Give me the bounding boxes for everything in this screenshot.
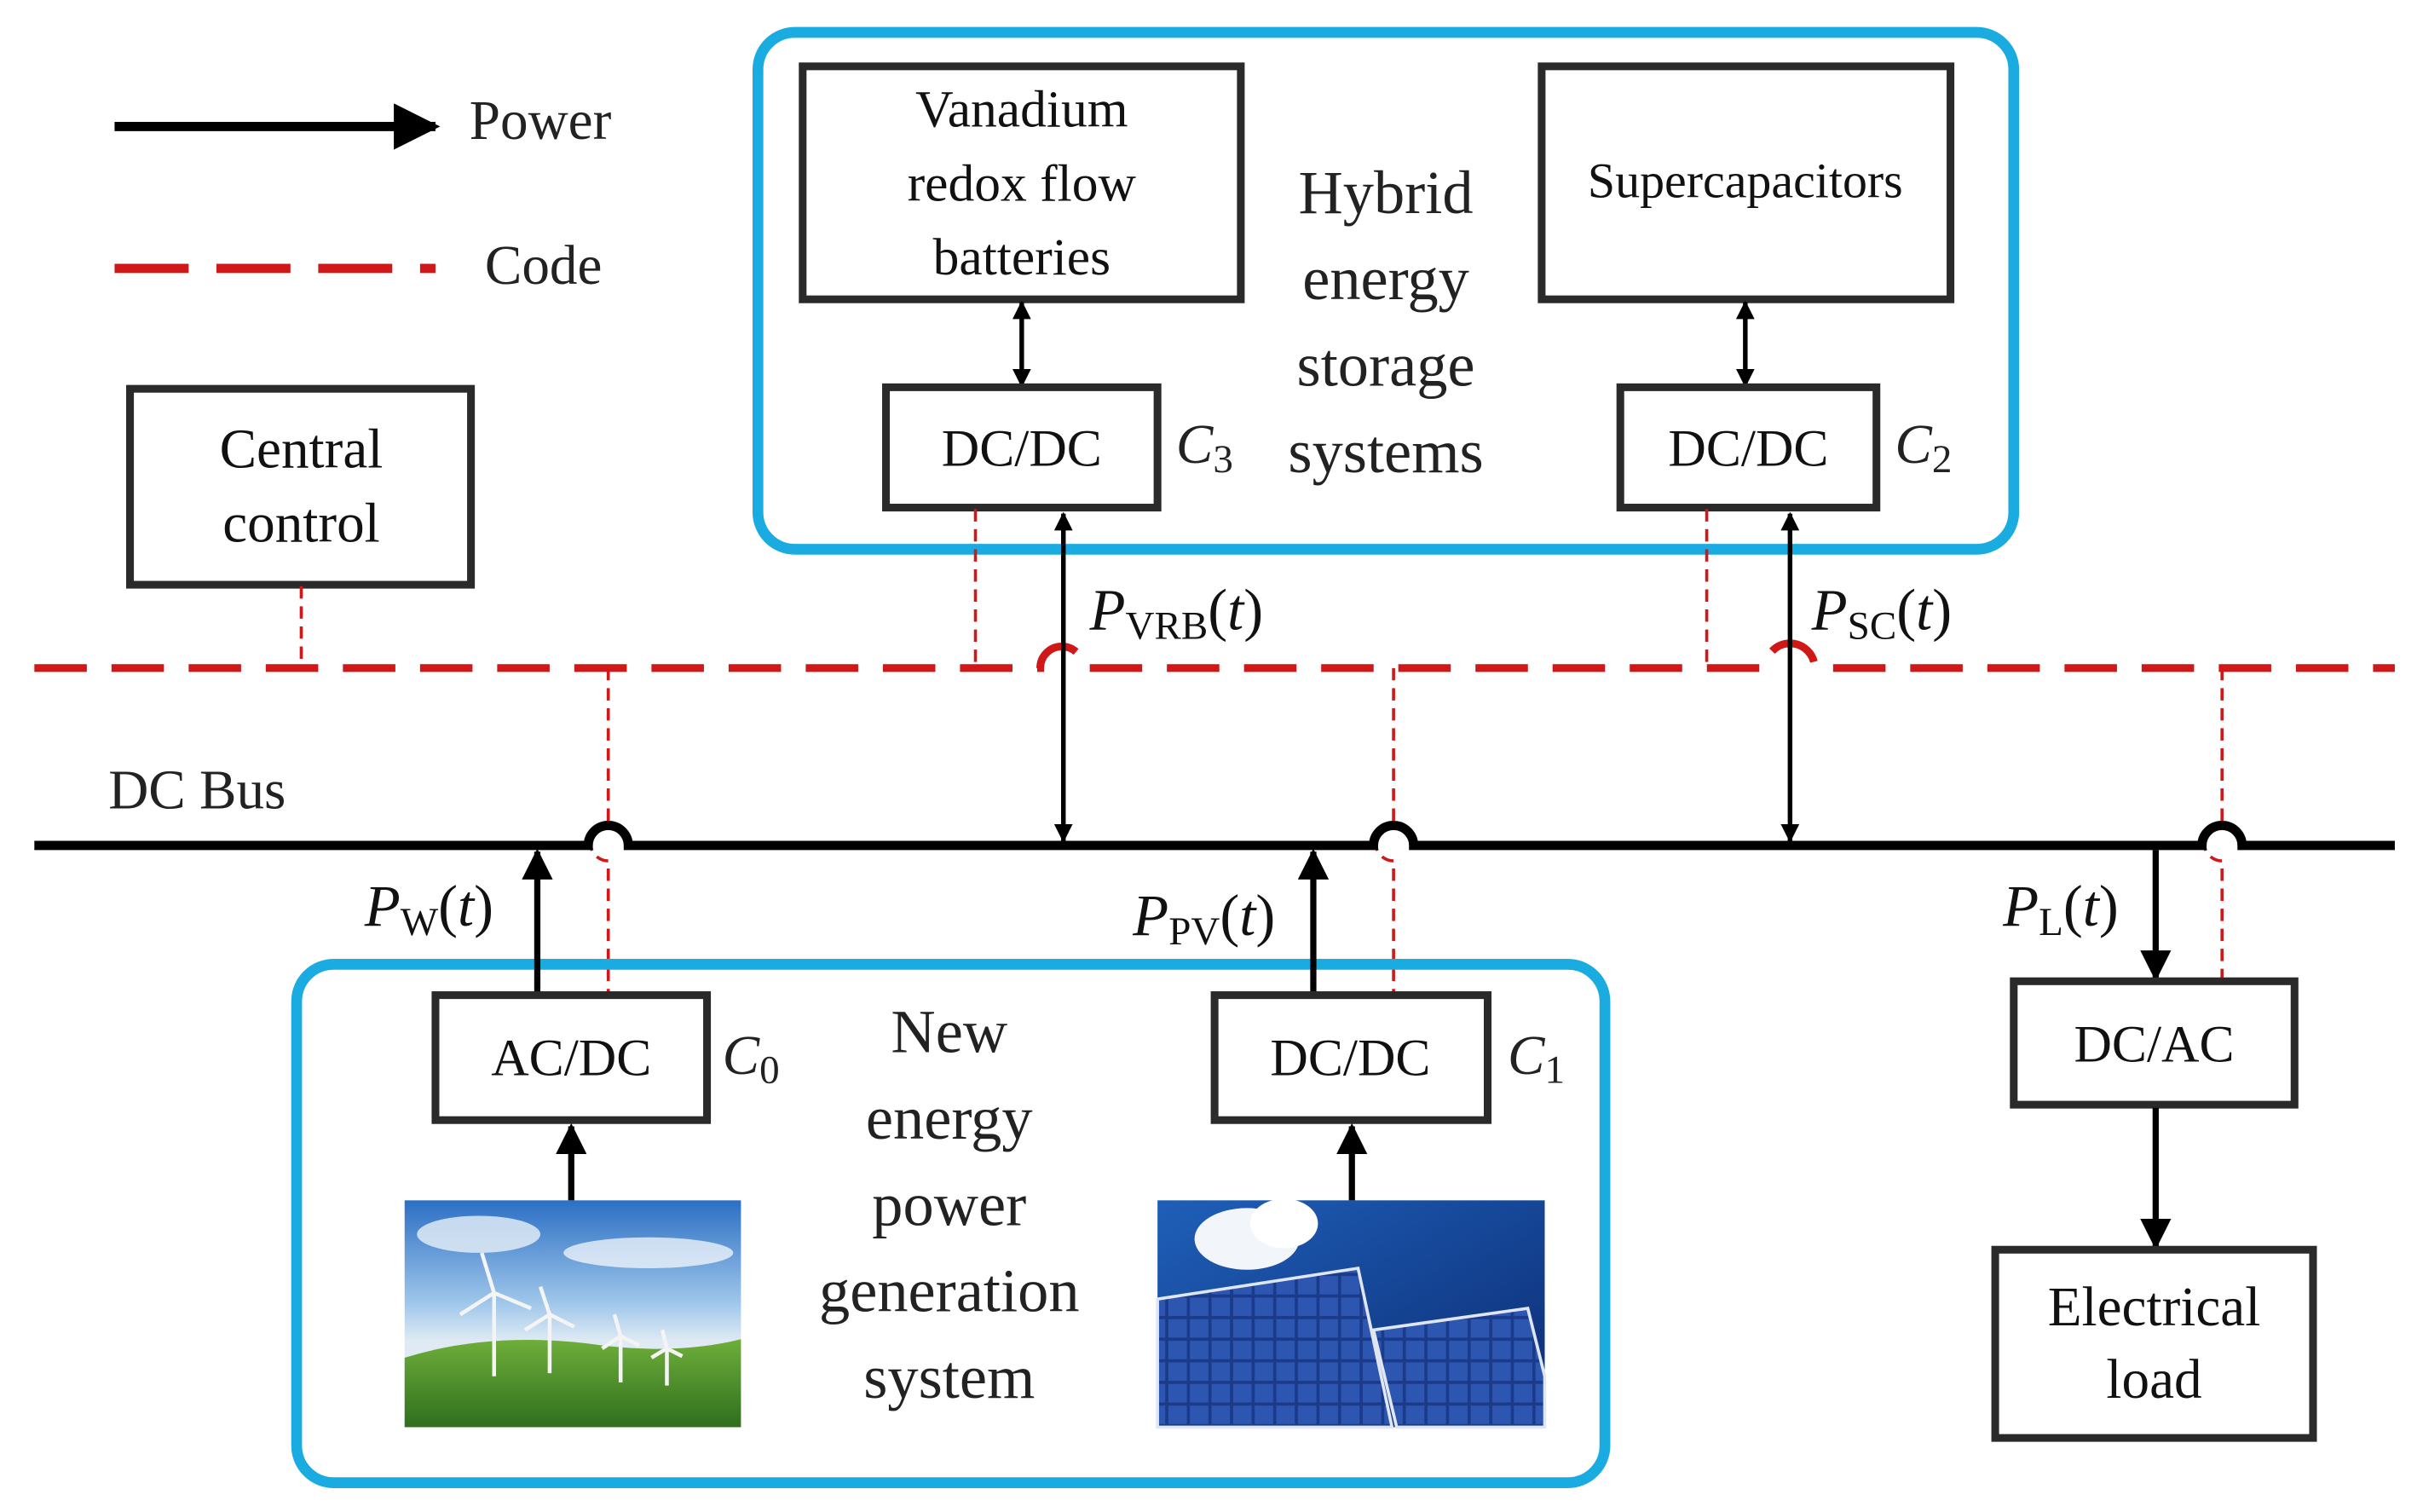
p-l-label: PL(t) bbox=[2002, 874, 2119, 944]
code-bus-line bbox=[34, 639, 2395, 672]
storage-label-line-2: energy bbox=[1302, 244, 1469, 313]
generation-label-line-4: generation bbox=[819, 1256, 1080, 1325]
electrical-load-line-2: load bbox=[2106, 1349, 2201, 1411]
supercapacitor-box: Supercapacitors bbox=[1537, 62, 1955, 303]
electrical-load-box: Electrical load bbox=[1991, 1245, 2317, 1442]
converter-c1-id: C1 bbox=[1508, 1025, 1565, 1093]
supercapacitor-label: Supercapacitors bbox=[1588, 153, 1903, 209]
dcdc-converter-c2: DC/DC C2 bbox=[1616, 383, 1952, 512]
dcac-label: DC/AC bbox=[2074, 1015, 2235, 1073]
dcdc-c1-label: DC/DC bbox=[1270, 1030, 1430, 1088]
hybrid-storage-system-frame bbox=[752, 26, 2020, 555]
converter-c2-id: C2 bbox=[1895, 414, 1952, 482]
storage-label-line-3: storage bbox=[1297, 331, 1475, 400]
converter-c0-id: C0 bbox=[723, 1025, 780, 1093]
p-vrb-label: PVRB(t) bbox=[1088, 578, 1263, 649]
dc-bus-line bbox=[34, 821, 2395, 851]
generation-label-line-5: system bbox=[863, 1342, 1035, 1411]
storage-label-line-4: systems bbox=[1288, 417, 1483, 486]
legend-code-label: Code bbox=[485, 235, 603, 297]
central-control-line-1: Central bbox=[220, 418, 384, 480]
storage-system-label: Hybrid energy storage systems bbox=[1288, 158, 1483, 486]
wind-turbine-photo-icon bbox=[404, 1200, 741, 1428]
legend: Power Code bbox=[114, 90, 612, 297]
solar-panel-photo-icon bbox=[1156, 1198, 1547, 1429]
dcac-converter: DC/AC bbox=[2010, 977, 2299, 1109]
generation-label-line-1: New bbox=[891, 997, 1007, 1066]
p-sc-label: PSC(t) bbox=[1811, 578, 1952, 649]
converter-c3-id: C3 bbox=[1176, 414, 1233, 482]
storage-label-line-1: Hybrid bbox=[1299, 158, 1474, 227]
acdc-converter-c0: AC/DC C0 bbox=[431, 991, 780, 1124]
generation-system-frame bbox=[291, 959, 1611, 1488]
generation-label-line-3: power bbox=[872, 1169, 1026, 1238]
dcdc-c3-label: DC/DC bbox=[942, 420, 1102, 478]
generation-system-label: New energy power generation system bbox=[819, 997, 1080, 1411]
dc-bus-label: DC Bus bbox=[108, 760, 286, 822]
generation-label-line-2: energy bbox=[866, 1083, 1033, 1152]
dcdc-converter-c1: DC/DC C1 bbox=[1210, 991, 1565, 1124]
dcdc-converter-c3: DC/DC C3 bbox=[882, 383, 1233, 512]
p-w-label: PW(t) bbox=[364, 874, 493, 944]
p-pv-label: PPV(t) bbox=[1132, 883, 1275, 954]
legend-power-label: Power bbox=[470, 90, 612, 152]
dcdc-c2-label: DC/DC bbox=[1668, 420, 1828, 478]
vrb-label-line-1: Vanadium bbox=[915, 80, 1128, 138]
vrb-label-line-2: redox flow bbox=[908, 154, 1137, 212]
vrb-battery-box: Vanadium redox flow batteries bbox=[799, 62, 1245, 303]
vrb-label-line-3: batteries bbox=[933, 228, 1111, 286]
central-control-line-2: control bbox=[222, 493, 380, 554]
central-control-box: Central control bbox=[126, 384, 476, 589]
acdc-c0-label: AC/DC bbox=[491, 1030, 651, 1088]
electrical-load-line-1: Electrical bbox=[2048, 1277, 2261, 1338]
